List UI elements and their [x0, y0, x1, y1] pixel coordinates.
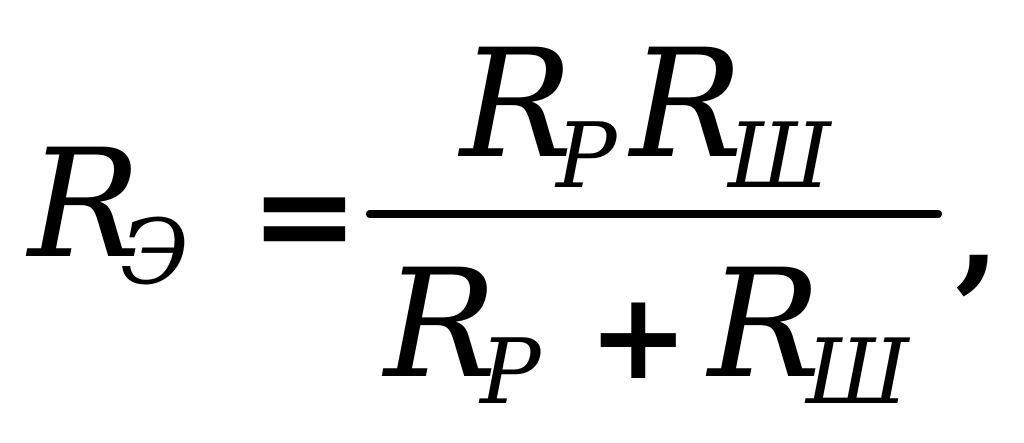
denominator-left-symbol: R	[384, 238, 497, 412]
numerator-term-1-symbol: R	[460, 18, 573, 192]
equals-sign: =	[250, 139, 359, 291]
denominator-left-subscript: Р	[480, 320, 541, 425]
plus-sign: +	[588, 268, 689, 407]
denominator-right-symbol: R	[708, 238, 821, 412]
denominator-right-subscript: Ш	[806, 320, 909, 425]
numerator-term-2-symbol: R	[630, 18, 743, 192]
fraction-bar	[366, 210, 942, 218]
lhs-symbol: R	[28, 118, 141, 292]
lhs-subscript: Э	[120, 200, 189, 305]
numerator-term-2-subscript: Ш	[728, 104, 831, 209]
numerator-term-1-subscript: Р	[556, 104, 617, 209]
trailing-comma: ,	[955, 153, 1001, 306]
